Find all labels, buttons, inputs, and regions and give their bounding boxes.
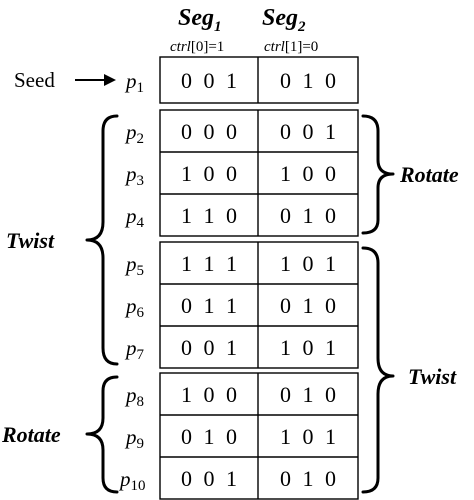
seg1-cell-p5: 1 1 1	[181, 251, 237, 276]
group-box-1	[159, 109, 359, 237]
seg2-ctrl-label: ctrl[1]=0	[264, 39, 318, 55]
seg1-cell-p7: 0 0 1	[181, 335, 237, 360]
row-label-p3: p3	[124, 162, 144, 189]
row-label-p8: p8	[124, 383, 144, 410]
seg1-cell-p1: 0 0 1	[181, 68, 237, 93]
right-rotate-label: Rotate	[399, 162, 459, 187]
row-label-p6: p6	[124, 294, 145, 321]
seg1-cell-p9: 0 1 0	[181, 424, 237, 449]
group-box-2	[159, 241, 359, 369]
row-label-p9: p9	[124, 425, 144, 452]
row-label-p1: p1	[124, 69, 144, 96]
seg1-cell-p4: 1 1 0	[181, 203, 237, 228]
row-label-p4: p4	[124, 204, 145, 231]
seg2-cell-p7: 1 0 1	[280, 335, 336, 360]
seg2-cell-p9: 1 0 1	[280, 424, 336, 449]
seg2-cell-p4: 0 1 0	[280, 203, 336, 228]
seg2-cell-p3: 1 0 0	[280, 161, 336, 186]
seg1-cell-p2: 0 0 0	[181, 119, 237, 144]
seg1-cell-p8: 1 0 0	[181, 382, 237, 407]
seg2-cell-p5: 1 0 1	[280, 251, 336, 276]
row-label-p2: p2	[124, 120, 144, 147]
rows-layer: p1 0 0 1 0 1 0 p2 0 0 0 0 0 1 p3 1 0 0 1 0 0 p4 1 …	[118, 68, 336, 494]
seed-arrow	[75, 74, 116, 86]
seg2-cell-p6: 0 1 0	[280, 293, 336, 318]
seg2-cell-p1: 0 1 0	[280, 68, 336, 93]
seed-box	[159, 56, 359, 104]
right-twist-brace	[361, 246, 395, 494]
seg2-cell-p2: 0 0 1	[280, 119, 336, 144]
seg2-cell-p10: 0 1 0	[280, 466, 336, 491]
seg1-cell-p10: 0 0 1	[181, 466, 237, 491]
seg1-header: Seg1	[178, 5, 222, 35]
seg2-cell-p8: 0 1 0	[280, 382, 336, 407]
left-rotate-label: Rotate	[1, 422, 61, 447]
seg1-ctrl-label: ctrl[0]=1	[170, 39, 224, 55]
left-twist-label: Twist	[6, 228, 55, 253]
group-box-3	[159, 372, 359, 500]
row-label-p5: p5	[124, 252, 144, 279]
seg1-cell-p6: 0 1 1	[181, 293, 237, 318]
row-label-p7: p7	[124, 336, 145, 363]
right-twist-label: Twist	[408, 364, 457, 389]
left-twist-brace	[85, 114, 119, 366]
seed-label: Seed	[14, 68, 55, 92]
seg1-cell-p3: 1 0 0	[181, 161, 237, 186]
right-rotate-brace	[361, 114, 395, 235]
left-rotate-brace	[85, 375, 119, 494]
seg2-header: Seg2	[262, 5, 306, 35]
row-label-p10: p10	[118, 467, 146, 494]
